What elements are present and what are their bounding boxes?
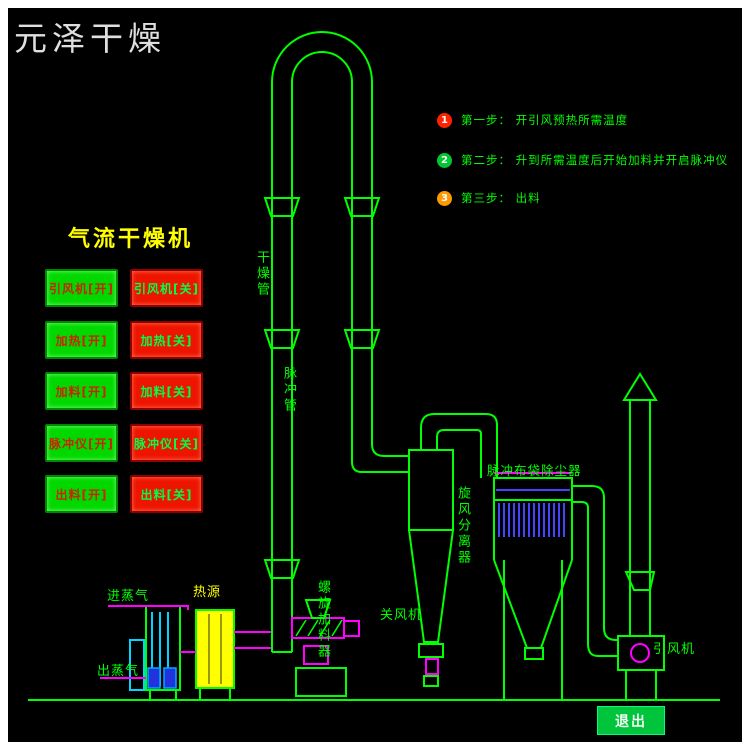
- airlock-motor: [425, 658, 439, 675]
- screw-feeder-detail: [295, 619, 343, 637]
- brand-watermark: 元泽干燥: [14, 19, 166, 58]
- fan-label: 引风机: [653, 642, 696, 657]
- screw-feeder-label: 螺旋加料器: [315, 580, 330, 660]
- page-title: 气流干燥机: [68, 227, 194, 252]
- step-3: 3 第三步： 出料: [437, 190, 541, 206]
- feeder-hopper: [304, 599, 332, 619]
- dust-collector: [493, 477, 573, 699]
- heating-on-button[interactable]: 加热[开]: [45, 321, 118, 359]
- filter-bags: [496, 489, 570, 537]
- drying-pipe: [263, 31, 409, 653]
- step-1-badge: 1: [437, 112, 452, 128]
- feeder-stand: [295, 667, 347, 697]
- magenta-piping: [100, 605, 360, 679]
- discharge-on-button[interactable]: 出料[开]: [45, 475, 118, 513]
- heating-off-button[interactable]: 加热[关]: [130, 321, 203, 359]
- discharge-off-button[interactable]: 出料[关]: [130, 475, 203, 513]
- feeding-off-button[interactable]: 加料[关]: [130, 372, 203, 410]
- step-3-badge: 3: [437, 190, 452, 206]
- cyclone-label: 旋风分离器: [455, 486, 470, 566]
- dust-collector-label: 脉冲布袋除尘器: [487, 463, 582, 478]
- step-1-text: 第一步： 开引风预热所需温度: [461, 113, 629, 127]
- step-2: 2 第二步： 升到所需温度后开始加料并开启脉冲仪: [437, 152, 728, 168]
- exit-button[interactable]: 退出: [597, 706, 665, 735]
- steam-out-label: 出蒸气: [97, 664, 140, 679]
- cyclone-separator: [407, 413, 498, 687]
- fan-and-stack: [572, 372, 665, 699]
- steam-in-label: 进蒸气: [107, 589, 150, 604]
- feed-section: [129, 605, 235, 699]
- heat-source-label: 热源: [193, 585, 222, 600]
- induced-fan-off-button[interactable]: 引风机[关]: [130, 269, 203, 307]
- step-2-badge: 2: [437, 152, 452, 168]
- pulse-pipe-label: 脉冲管: [281, 366, 296, 414]
- induced-fan-on-button[interactable]: 引风机[开]: [45, 269, 118, 307]
- feeding-on-button[interactable]: 加料[开]: [45, 372, 118, 410]
- drying-pipe-label: 干燥管: [254, 250, 269, 298]
- heater-body: [195, 609, 235, 689]
- pulse-off-button[interactable]: 脉冲仪[关]: [130, 424, 203, 462]
- airlock-label: 关风机: [380, 608, 423, 623]
- step-3-text: 第三步： 出料: [461, 191, 541, 205]
- step-2-text: 第二步： 升到所需温度后开始加料并开启脉冲仪: [461, 153, 729, 167]
- fan-impeller: [630, 643, 650, 663]
- pulse-on-button[interactable]: 脉冲仪[开]: [45, 424, 118, 462]
- step-1: 1 第一步： 开引风预热所需温度: [437, 112, 628, 128]
